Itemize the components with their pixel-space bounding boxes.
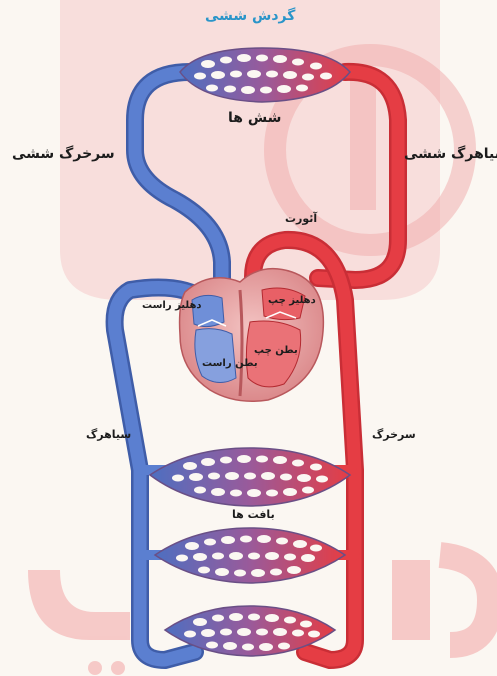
label-left-ventricle: بطن چپ xyxy=(254,345,298,356)
label-right-atrium: دهلیز راست xyxy=(142,300,202,311)
label-aorta: آئورت xyxy=(285,212,317,225)
label-lungs: شش ها xyxy=(228,110,281,126)
diagram-title: گردش ششی xyxy=(205,8,295,24)
label-tissues: بافت ها xyxy=(232,508,275,521)
label-pulmonary-vein: سیاهرگ ششی xyxy=(404,146,497,162)
label-vein: سیاهرگ xyxy=(86,428,131,441)
label-right-ventricle: بطن راست xyxy=(202,358,258,369)
heart-icon xyxy=(180,269,324,402)
label-left-atrium: دهلیز چپ xyxy=(268,295,316,306)
label-artery: سرخرگ xyxy=(372,428,416,441)
right-ventricle-chamber xyxy=(195,329,236,383)
label-pulmonary-artery: سرخرگ ششی xyxy=(12,146,115,162)
